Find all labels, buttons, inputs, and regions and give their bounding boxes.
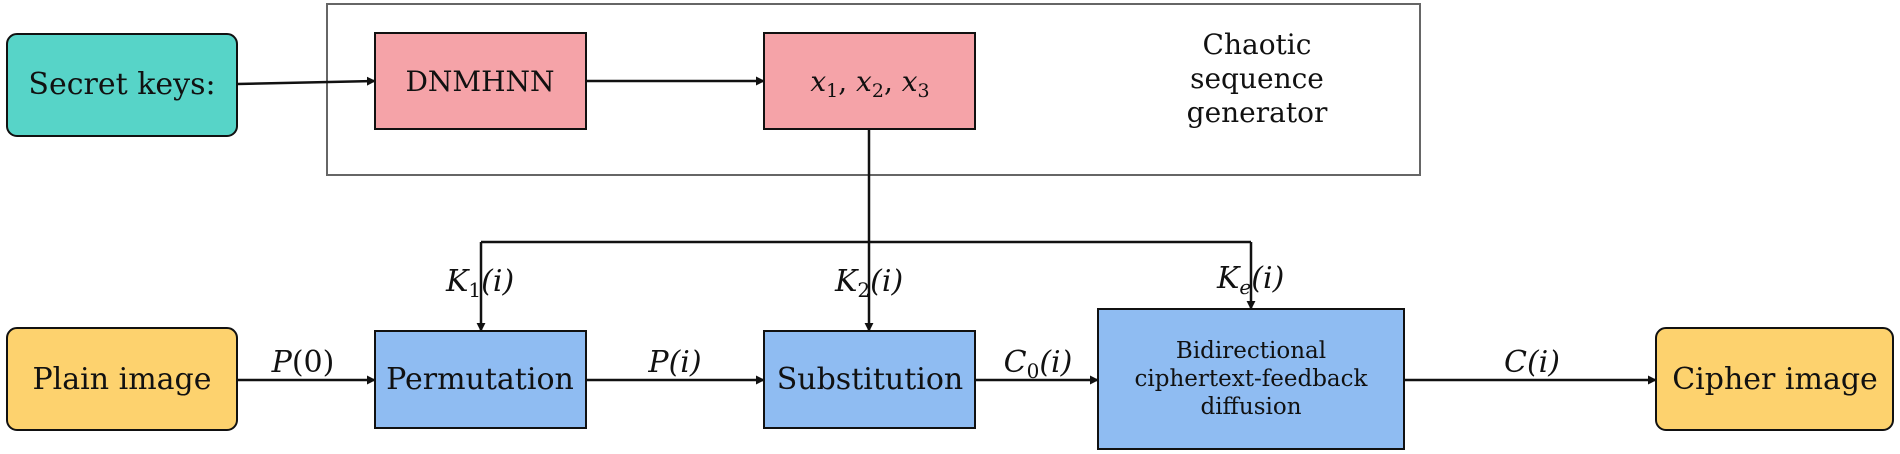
dnmhnn-label: DNMHNN: [405, 65, 554, 98]
label-k1: K1(i): [445, 264, 514, 302]
label-k2: K2(i): [834, 264, 903, 302]
secret-keys-box: [6, 33, 238, 137]
generator-label-line2: sequence: [1190, 62, 1324, 95]
chaotic-sequences-box: [763, 32, 976, 130]
label-ci: C(i): [1504, 345, 1560, 380]
dnmhnn-box: [374, 32, 587, 130]
generator-label-line3: generator: [1187, 96, 1328, 129]
diffusion-label-line3: diffusion: [1200, 394, 1301, 420]
diffusion-label-line2: ciphertext-feedback: [1135, 366, 1369, 392]
chaotic-sequences-label: x1, x2, x3: [810, 65, 929, 102]
cipher-image-label: Cipher image: [1672, 362, 1878, 397]
permutation-label: Permutation: [386, 362, 574, 397]
generator-label-line1: Chaotic: [1203, 28, 1312, 61]
label-ke: Ke(i): [1216, 261, 1284, 299]
secret-keys-label: Secret keys:: [28, 67, 215, 102]
substitution-box: [763, 330, 976, 429]
plain-image-label: Plain image: [32, 362, 211, 397]
label-p0: P(0): [271, 345, 335, 380]
diffusion-label-line1: Bidirectional: [1176, 338, 1326, 364]
arrow-keys-to-dnmhnn: [236, 76, 376, 86]
substitution-label: Substitution: [777, 362, 964, 397]
label-pi: P(i): [647, 345, 701, 380]
permutation-box: [374, 330, 587, 429]
diffusion-box: [1097, 308, 1405, 450]
label-c0: C0(i): [1004, 345, 1073, 383]
chaotic-sequence-generator-group: [326, 3, 1421, 176]
